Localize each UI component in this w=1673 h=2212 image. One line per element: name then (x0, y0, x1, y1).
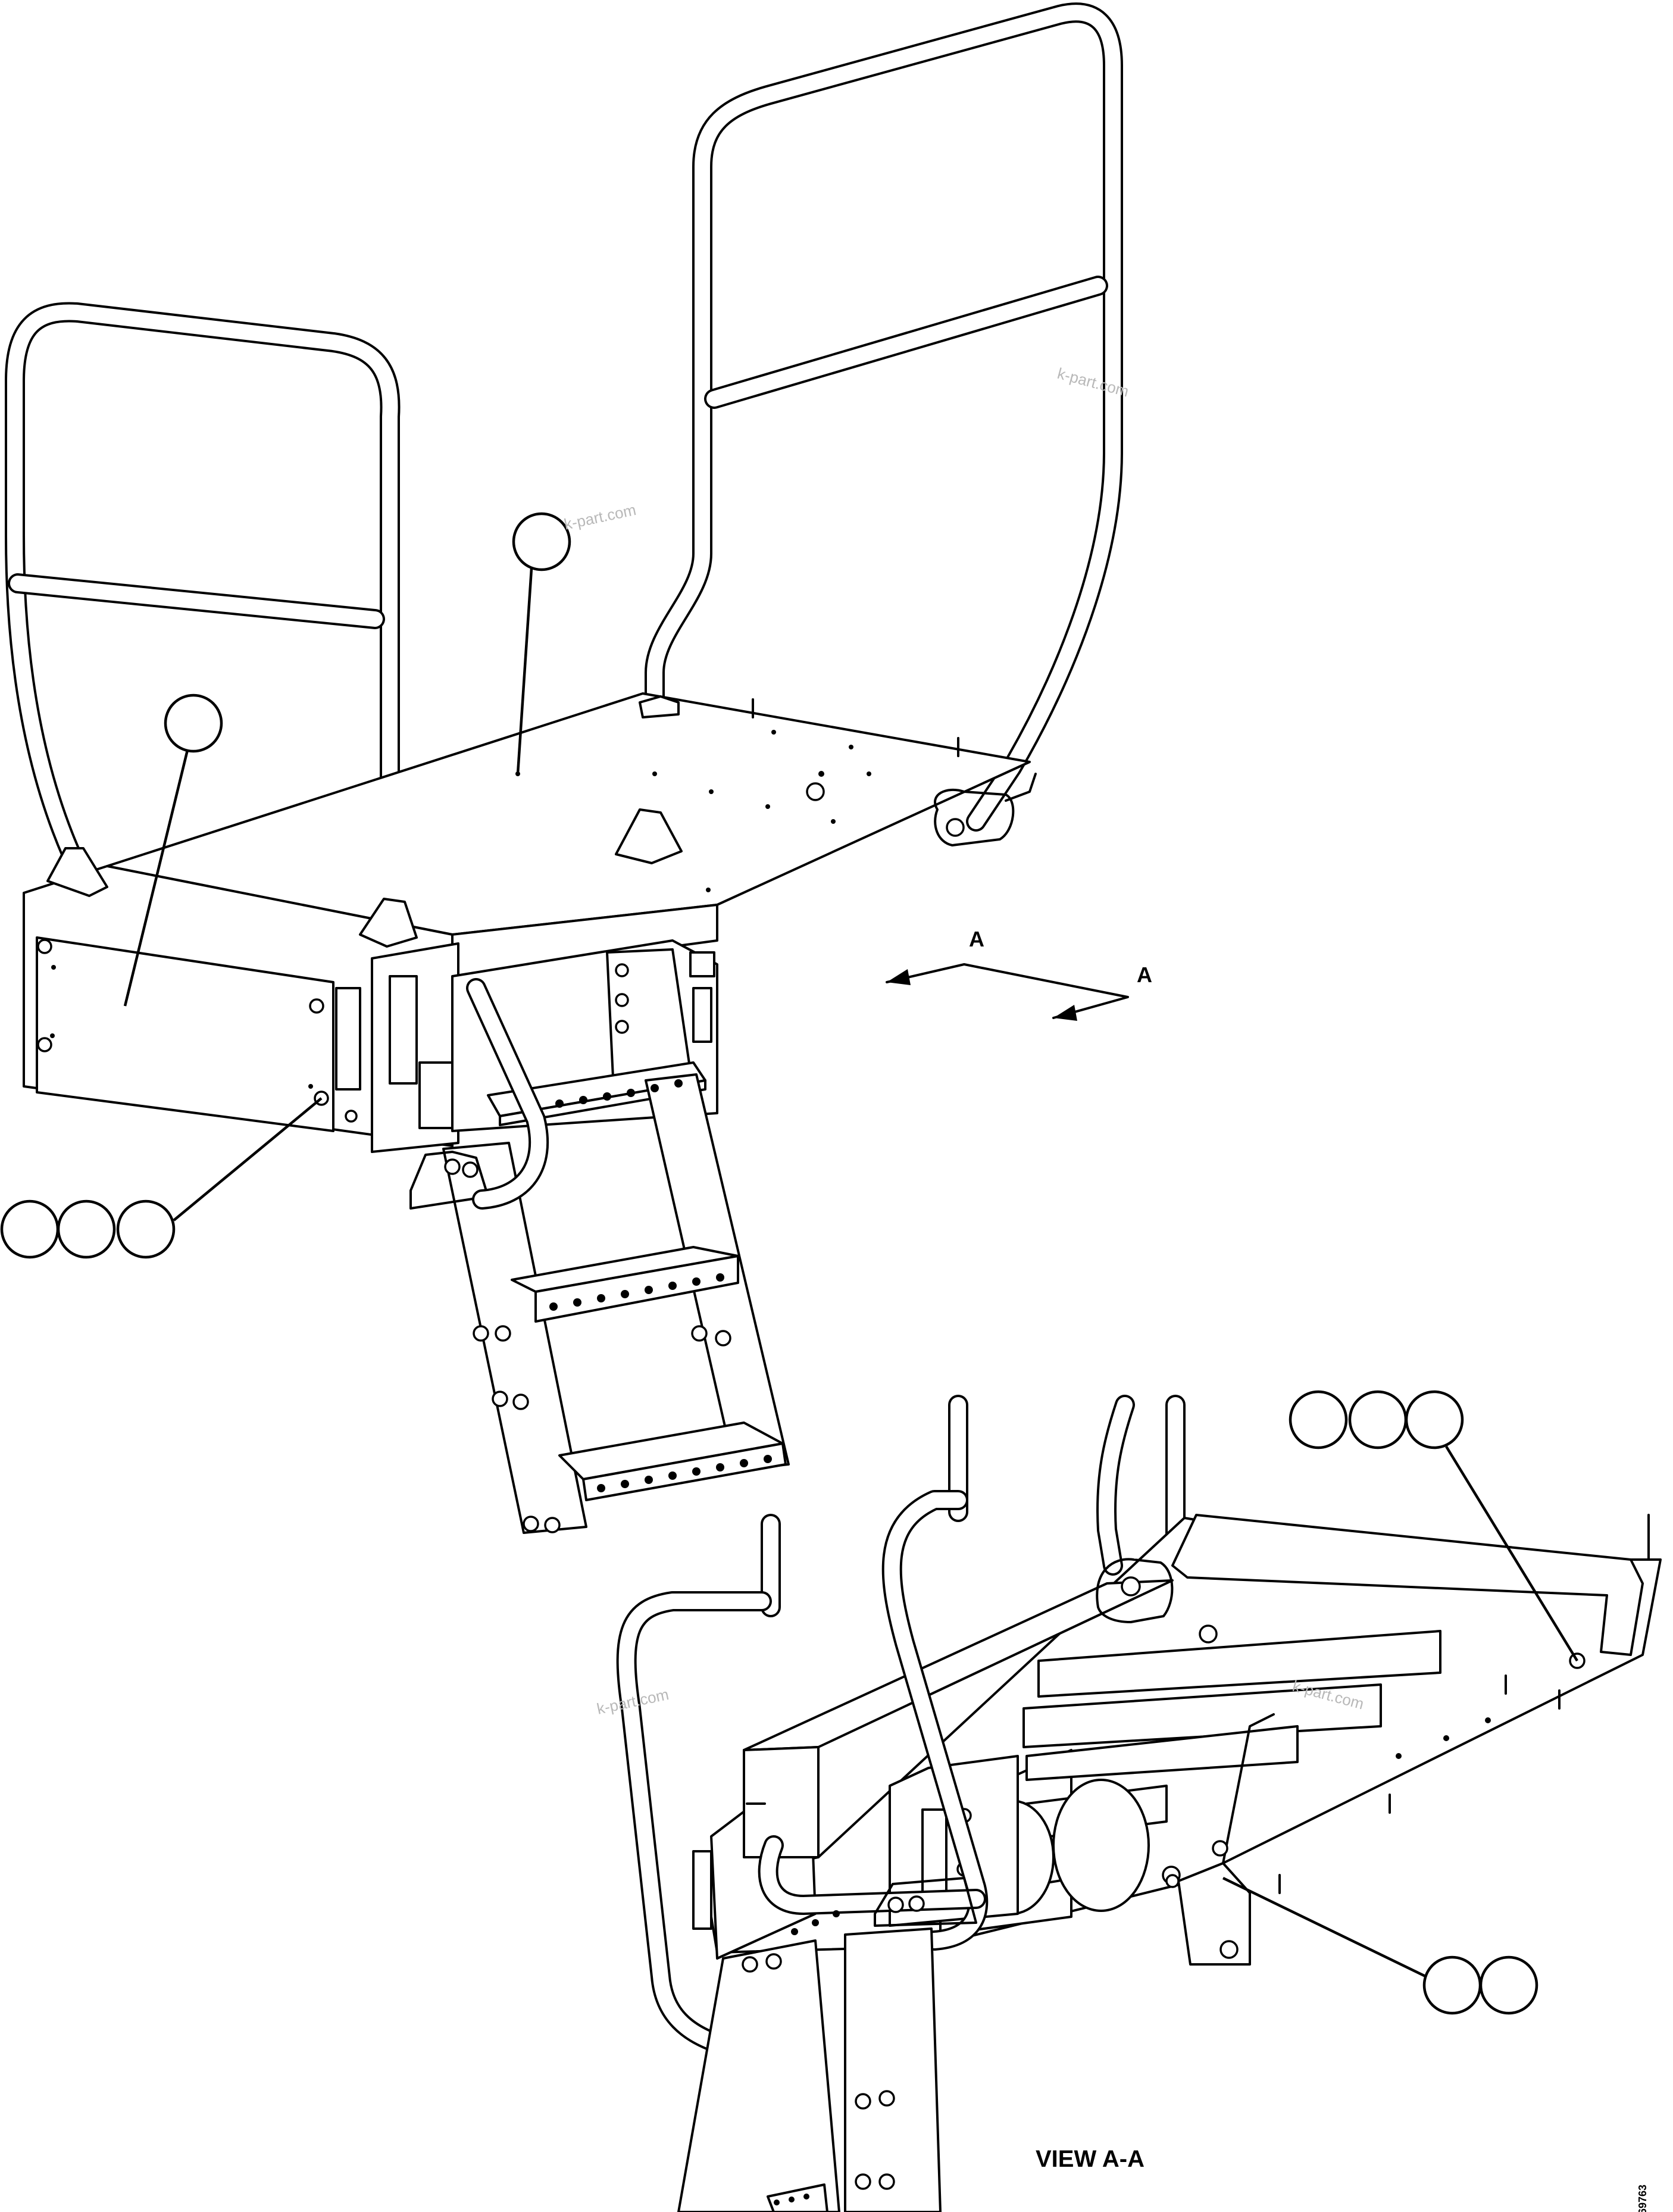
tread-perforations (531, 1079, 772, 1492)
platform-box (23, 692, 1037, 1153)
view-marker-letter-1: A (969, 927, 984, 951)
callout-side-panel (123, 693, 223, 1007)
left-handrail (5, 302, 401, 954)
callout-group-top-right-bolts (1289, 1390, 1578, 1662)
right-handrail (645, 2, 1123, 891)
view-a-a-assembly: VIEW A-A 69763 (616, 1390, 1662, 2212)
callout-group-side-bolts (1222, 1876, 1538, 2015)
watermark-2: k-part.com (562, 501, 637, 533)
view-caption: VIEW A-A (1036, 2146, 1144, 2172)
callout-platform-deck (512, 512, 571, 774)
stair-assembly (409, 939, 790, 1534)
view-marker-letter-2: A (1137, 963, 1152, 987)
view-direction-arrows: A A (886, 927, 1152, 1021)
upper-platform-assembly: A A (0, 2, 1152, 1534)
callout-group-panel-bolts (0, 1097, 323, 1259)
drawing-number: 69763 (1637, 2185, 1649, 2212)
